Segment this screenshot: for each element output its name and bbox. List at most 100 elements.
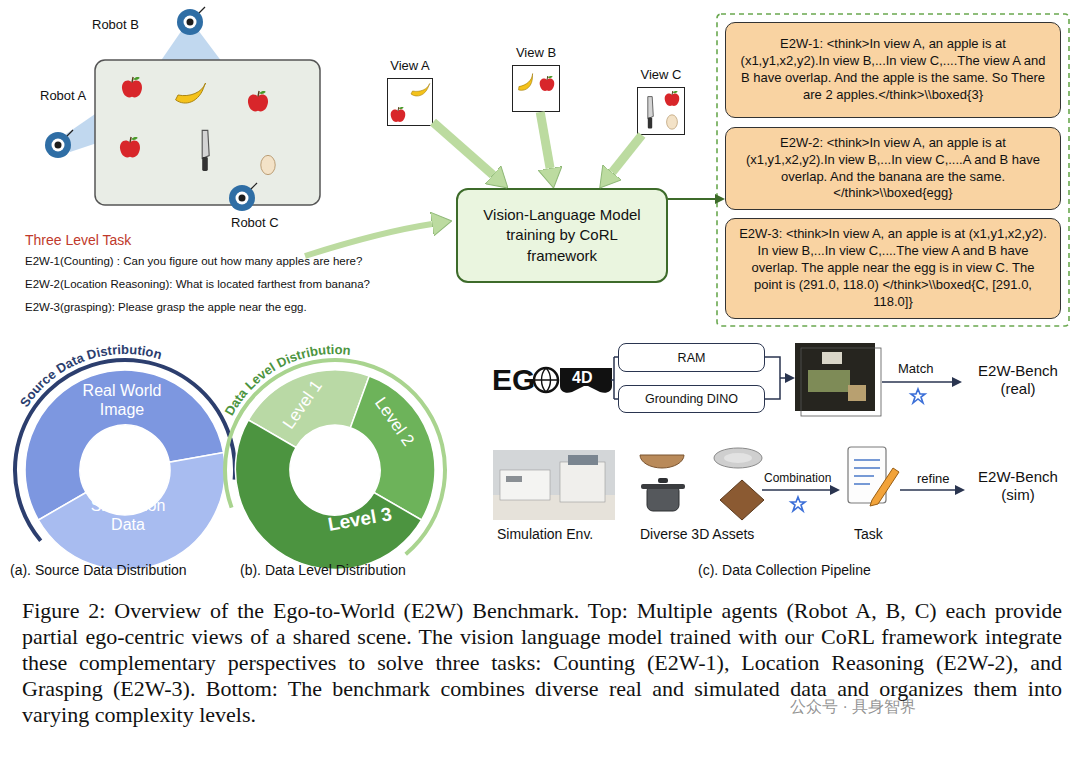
flow-arrow [540, 112, 550, 168]
step-label: Match [898, 361, 933, 377]
view-title: View A [358, 58, 462, 73]
robot-label: Robot B [92, 17, 139, 33]
globe-icon [534, 368, 558, 392]
robot-camera [177, 7, 205, 35]
subfigure-caption: (c). Data Collection Pipeline [698, 562, 871, 579]
donut-segment [235, 420, 421, 569]
robot-label: Robot C [231, 215, 279, 231]
task-arrow [305, 224, 432, 256]
sim-detail [506, 476, 522, 482]
image-label: Task [854, 526, 883, 543]
flow-arrow [433, 122, 493, 175]
sim-image [493, 450, 615, 520]
egg-icon [261, 155, 275, 174]
logo-text: EG [492, 362, 535, 398]
pot-icon [658, 478, 668, 483]
box-text: E2W-1: <think>In view A, an apple is at … [736, 36, 1050, 104]
subfigure-caption: (b). Data Level Distribution [240, 562, 406, 579]
robot-camera [229, 183, 257, 211]
tool-box: Grounding DINO [618, 385, 765, 413]
output-box: E2W-1: <think>In view A, an apple is at … [725, 22, 1061, 118]
box-text: Grounding DINO [645, 392, 738, 406]
box-text: E2W-3: <think>In view A, an apple is at … [736, 226, 1050, 310]
photo [795, 343, 875, 411]
arc-text: Data Level Distribution [222, 342, 352, 418]
segment-label: Simulation Data [78, 496, 178, 534]
image-label: Simulation Env. [497, 526, 593, 543]
output-box: E2W-2: <think>In view A, an apple is at … [725, 127, 1061, 210]
robot-label: Robot A [40, 88, 86, 104]
merge-line [765, 357, 785, 399]
box-text: Vision-Language Model training by CoRL f… [476, 205, 648, 266]
task-line: E2W-3(grasping): Please grasp the apple … [25, 301, 307, 315]
egg-icon [667, 115, 678, 129]
step-label: Combination [764, 471, 831, 485]
model-box: Vision-Language Model training by CoRL f… [456, 188, 668, 283]
apple-icon [540, 76, 555, 91]
step-label: refine [917, 471, 950, 487]
bowl-icon [640, 455, 684, 468]
output-frame [717, 14, 1069, 326]
subfigure-caption: (a). Source Data Distribution [10, 562, 187, 579]
globe-icon [534, 368, 558, 392]
view-title: View B [483, 45, 589, 60]
task-icon [854, 460, 880, 484]
output-box: E2W-3: <think>In view A, an apple is at … [725, 218, 1061, 319]
board-icon [720, 480, 764, 520]
segment-label: Real World Image [67, 381, 177, 419]
view-title: View C [608, 67, 714, 82]
bracket-line [611, 357, 618, 399]
view-box: View C [637, 87, 685, 135]
output-label: E2W-Bench (real) [968, 362, 1068, 398]
task-line: E2W-2(Location Reasoning): What is locat… [25, 278, 370, 292]
banana-icon [411, 84, 430, 97]
output-label: E2W-Bench (sim) [968, 468, 1068, 504]
sim-counter [560, 462, 605, 502]
tool-box: RAM [618, 343, 765, 372]
star-icon [911, 389, 925, 403]
plate-icon [724, 453, 752, 463]
apple-icon [391, 107, 406, 122]
photo-shadow [801, 348, 881, 416]
sim-counter [500, 470, 550, 500]
apple-icon [665, 91, 680, 106]
photo-detail [822, 352, 842, 364]
logo-text: 4D [572, 368, 592, 387]
flow-arrow [668, 198, 715, 200]
task-heading: Three Level Task [25, 232, 131, 249]
box-text: RAM [678, 351, 706, 365]
arrow-line [762, 489, 830, 491]
figure-caption: Figure 2: Overview of the Ego-to-World (… [22, 598, 1062, 728]
plate-icon [714, 448, 762, 468]
donut-segment [350, 376, 435, 520]
arc-text: Source Data Distribution [17, 342, 164, 410]
flow-arrow [612, 135, 642, 172]
photo-detail [848, 385, 866, 401]
sim-window [568, 455, 598, 465]
knife-icon [648, 97, 654, 129]
ring-label: Source Data Distribution [17, 342, 164, 410]
arrow-line [900, 489, 955, 491]
robot-camera [45, 130, 73, 158]
view-box: View B [512, 65, 560, 112]
star-icon [791, 497, 805, 511]
arrow-line [882, 381, 952, 383]
apple-icon [248, 91, 268, 111]
pot-icon [641, 484, 685, 489]
donut-segment [38, 453, 225, 570]
knife-icon [202, 130, 209, 171]
view-box: View A [387, 78, 433, 126]
glasses-icon [560, 368, 612, 393]
banana-icon [176, 83, 206, 103]
banana-icon [515, 74, 537, 92]
donut-ring [225, 360, 445, 554]
photo-detail [808, 370, 850, 392]
image-label: Diverse 3D Assets [640, 526, 754, 543]
box-text: E2W-2: <think>In view A, an apple is at … [736, 135, 1050, 203]
apple-icon [120, 137, 140, 157]
ring-label: Data Level Distribution [222, 342, 352, 418]
pencil-icon [870, 468, 899, 506]
table [95, 60, 320, 205]
apple-icon [122, 77, 142, 97]
